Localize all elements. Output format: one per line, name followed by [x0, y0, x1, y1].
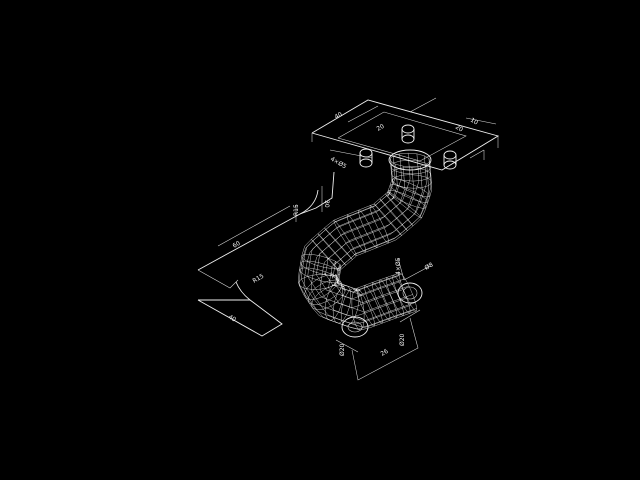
pipe-rail — [315, 153, 411, 300]
pipe-rail — [324, 153, 420, 294]
dim-top-inner-left: 20 — [376, 123, 386, 133]
pipe-rail — [298, 158, 411, 325]
dim-flange-hole: 4×Ø5 — [329, 156, 348, 171]
pipe-ring — [317, 233, 346, 266]
pipe-rail — [299, 161, 415, 330]
pipe-ring — [300, 260, 341, 276]
pipe-rail — [311, 166, 417, 328]
pipe-rail — [307, 153, 404, 308]
flange-bolts — [359, 124, 457, 170]
pipe-ring — [387, 189, 427, 209]
side-profile-dimensions — [197, 171, 335, 337]
dim-side-r-top: R15 — [293, 204, 300, 216]
dim-side-bend-r: R15 — [252, 273, 266, 285]
dimension-labels: 40 20 20 10 4×Ø5 R15 30 60 R15 40 4×Ø5 Ø… — [227, 111, 479, 358]
pipe-ring — [346, 214, 366, 253]
dim-base-mid: 26 — [380, 348, 390, 358]
bolt-right — [443, 150, 457, 170]
dim-side-vert: 30 — [323, 200, 330, 208]
bottom-flange-dimensions — [335, 257, 431, 381]
bolt-left — [359, 148, 373, 168]
pipe-top-opening — [388, 149, 432, 171]
pipe-rail — [301, 155, 408, 317]
dim-right-small: 4×Ø5 — [395, 257, 402, 275]
pipe-ring — [311, 284, 346, 311]
dim-bottom-left: 40 — [227, 314, 237, 324]
pipe-rail — [335, 158, 432, 292]
pipe-ring — [358, 209, 378, 249]
top-flange-dimensions — [311, 97, 500, 171]
dim-side-long: 60 — [232, 240, 242, 250]
s-pipe-wireframe — [298, 149, 432, 331]
pipe-rail — [303, 164, 417, 331]
dim-base-left: Ø20 — [339, 343, 346, 356]
pipe-ring — [307, 279, 343, 305]
dim-top-right: 10 — [469, 117, 479, 127]
pipe-ring — [324, 227, 353, 260]
dim-right-dia: Ø8 — [424, 261, 435, 271]
dim-top-inner-right: 20 — [454, 124, 464, 134]
pipe-rail — [328, 166, 423, 313]
dim-base-right: Ø20 — [399, 333, 406, 346]
pipe-rail — [334, 164, 429, 304]
dim-top-left: 40 — [334, 111, 344, 121]
pipe-rail — [331, 155, 427, 291]
pipe-ring — [369, 205, 389, 244]
pipe-rail — [319, 166, 416, 321]
bolt-top — [401, 124, 415, 144]
